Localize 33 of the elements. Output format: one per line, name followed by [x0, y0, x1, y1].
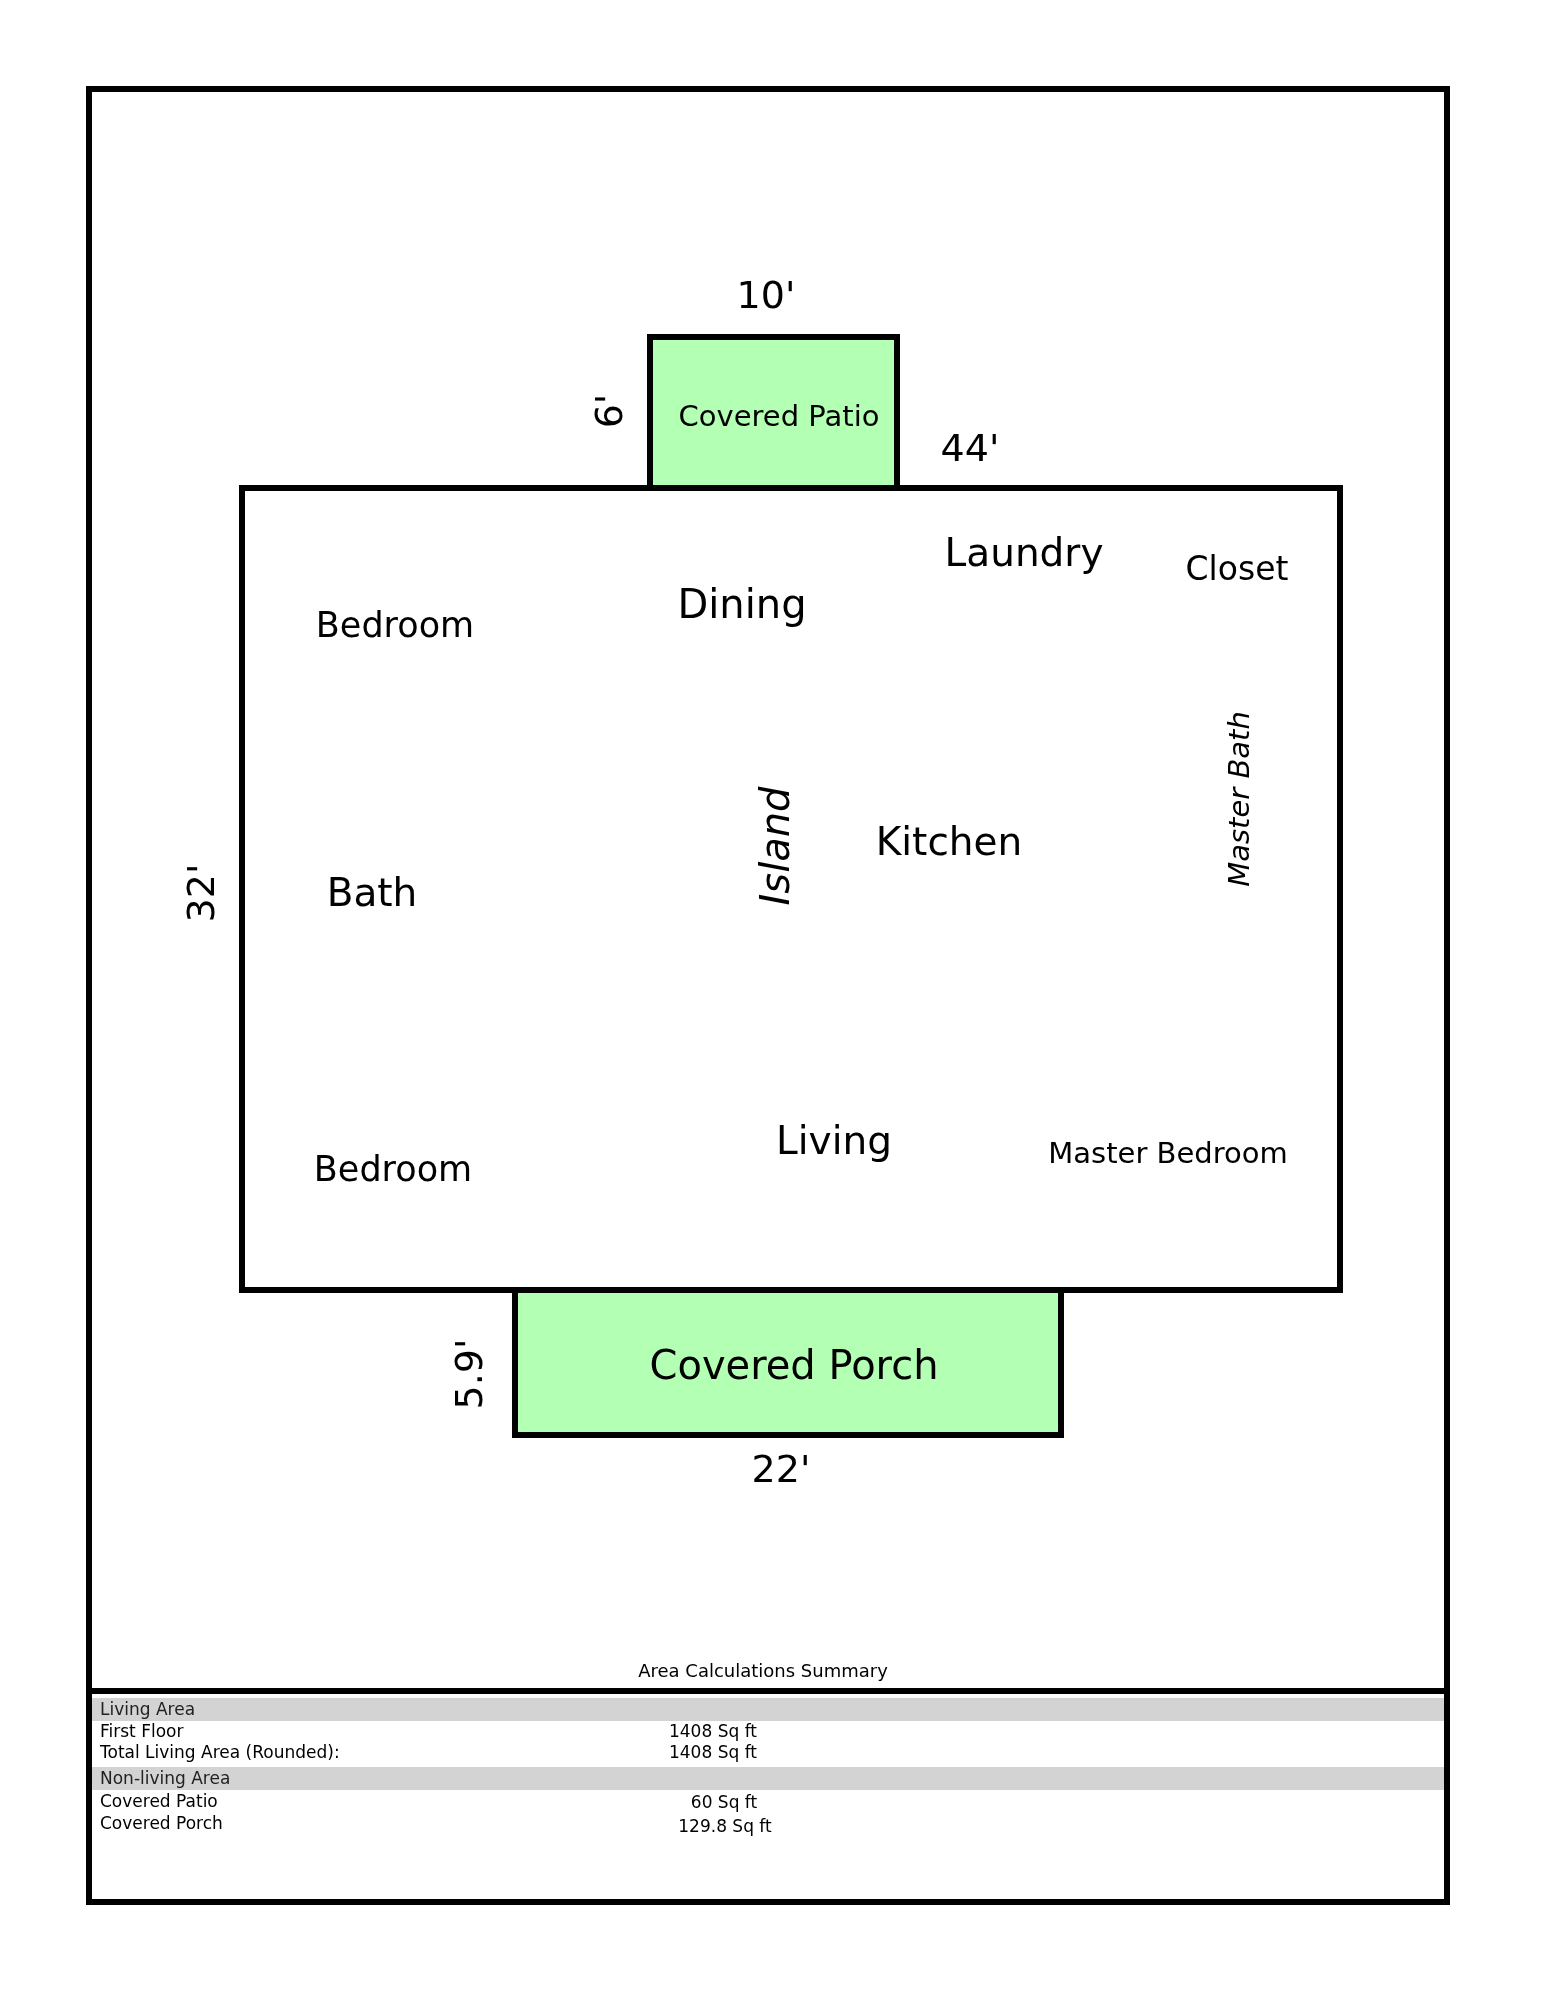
- room-label: Bath: [326, 870, 418, 916]
- area-value: 129.8 Sq ft: [678, 1815, 772, 1837]
- area-item: First Floor: [100, 1720, 184, 1742]
- room-label: Living: [776, 1118, 892, 1164]
- covered-porch-area: [512, 1293, 1064, 1438]
- area-item: Covered Porch: [100, 1812, 223, 1834]
- room-label: Master Bedroom: [1048, 1137, 1288, 1171]
- room-label: Laundry: [944, 530, 1104, 576]
- dimension-label: 32': [180, 863, 224, 923]
- house-floor-outline: [239, 485, 1343, 1293]
- dimension-label: 5.9': [448, 1338, 492, 1410]
- dimension-label: 10': [736, 274, 796, 318]
- area-item: Total Living Area (Rounded):: [100, 1741, 340, 1763]
- dimension-label: 6': [588, 393, 632, 429]
- area-value: 1408 Sq ft: [669, 1741, 757, 1763]
- room-label: Bedroom: [313, 1148, 473, 1190]
- section-header: Non-living Area: [92, 1767, 1444, 1790]
- area-item: Covered Patio: [100, 1790, 218, 1812]
- covered-patio-area: [647, 334, 900, 485]
- section-header: Living Area: [92, 1698, 1444, 1721]
- summary-title: Area Calculations Summary: [638, 1660, 888, 1682]
- room-label: Closet: [1185, 550, 1289, 588]
- area-value: 60 Sq ft: [690, 1791, 758, 1813]
- dimension-label: 22': [751, 1448, 811, 1492]
- area-label: Covered Porch: [649, 1342, 939, 1388]
- area-value: 1408 Sq ft: [669, 1720, 757, 1742]
- dimension-label: 44': [940, 427, 1000, 471]
- room-label: Island: [752, 786, 798, 906]
- area-label: Covered Patio: [678, 400, 880, 434]
- room-label: Dining: [677, 581, 807, 627]
- room-label: Master Bath: [1223, 711, 1257, 887]
- room-label: Kitchen: [875, 819, 1023, 865]
- room-label: Bedroom: [315, 604, 475, 646]
